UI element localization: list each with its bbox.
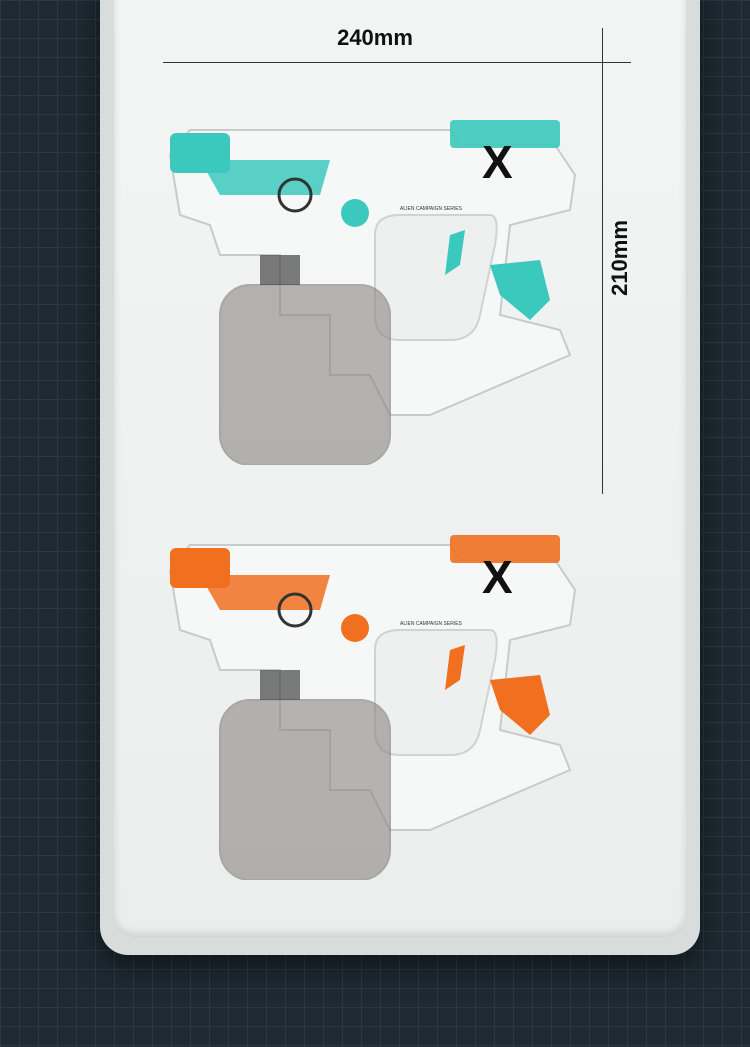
water-gun-orange: X ALIEN CAMPAIGN SERIES	[168, 535, 577, 880]
height-label: 210mm	[607, 220, 632, 296]
svg-text:X: X	[482, 551, 513, 603]
logo-text: ALIEN CAMPAIGN SERIES	[400, 621, 463, 627]
logo-text: ALIEN CAMPAIGN SERIES	[400, 206, 463, 212]
svg-text:X: X	[482, 136, 513, 188]
height-dimension-line	[602, 28, 603, 494]
water-gun-teal: X ALIEN CAMPAIGN SERIES	[168, 120, 577, 465]
width-label: 240mm	[337, 25, 413, 50]
width-dimension-line	[163, 62, 631, 63]
